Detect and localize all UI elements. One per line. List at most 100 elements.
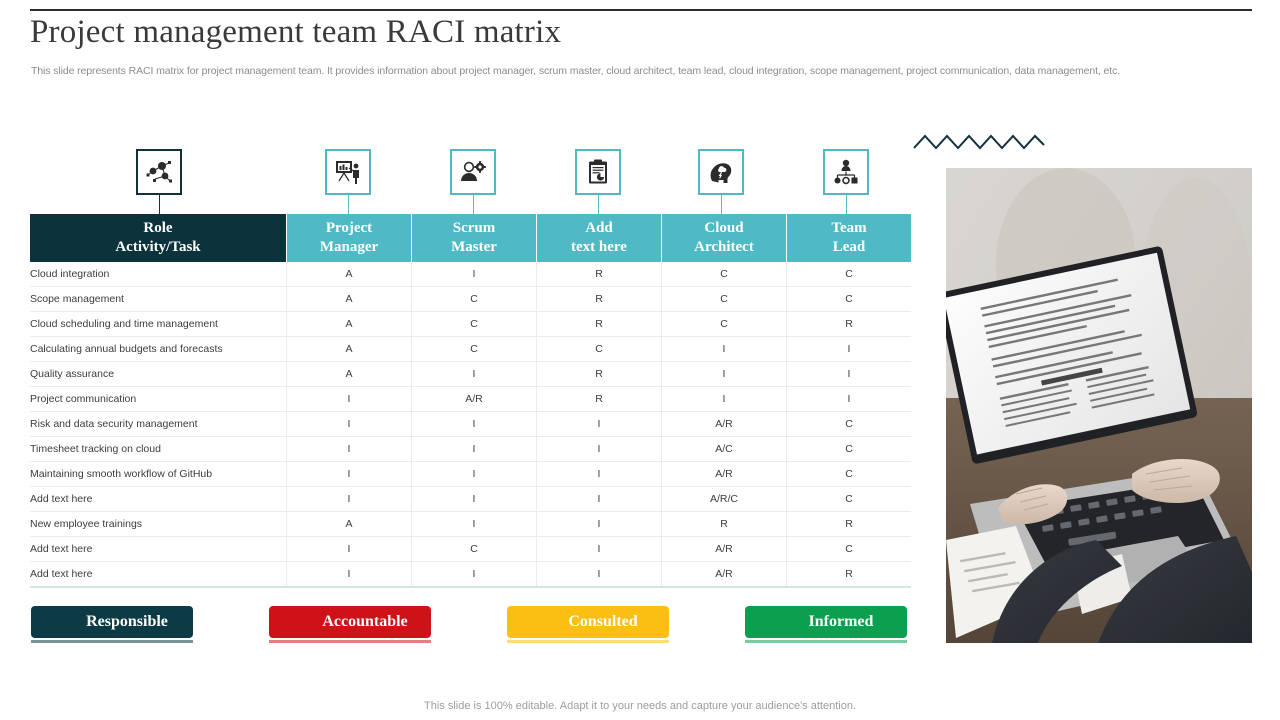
raci-cell[interactable]: A/R: [661, 561, 787, 588]
team-org-chart-icon-glyph: [834, 159, 858, 185]
raci-cell[interactable]: A: [286, 311, 412, 337]
raci-cell[interactable]: A/R: [661, 461, 787, 487]
raci-cell[interactable]: I: [661, 361, 787, 387]
column-header-project-manager[interactable]: Project Manager: [286, 214, 412, 262]
raci-cell[interactable]: I: [786, 336, 911, 362]
raci-cell[interactable]: C: [786, 262, 911, 287]
raci-cell[interactable]: R: [536, 286, 662, 312]
raci-cell[interactable]: A: [286, 262, 412, 287]
raci-cell[interactable]: I: [536, 461, 662, 487]
raci-cell[interactable]: C: [786, 536, 911, 562]
column-header-scrum-master[interactable]: Scrum Master: [411, 214, 537, 262]
raci-cell[interactable]: R: [786, 311, 911, 337]
raci-cell[interactable]: C: [786, 411, 911, 437]
raci-cell[interactable]: R: [536, 262, 662, 287]
raci-cell[interactable]: I: [286, 536, 412, 562]
raci-cell[interactable]: I: [536, 486, 662, 512]
raci-cell[interactable]: I: [286, 561, 412, 588]
raci-cell[interactable]: C: [411, 286, 537, 312]
column-header-cloud-architect[interactable]: Cloud Architect: [661, 214, 787, 262]
col4-line1: Team: [831, 220, 867, 236]
raci-cell[interactable]: A: [286, 336, 412, 362]
connector-line-role: [159, 195, 160, 219]
col0-line1: Project: [325, 220, 373, 236]
raci-cell[interactable]: I: [286, 411, 412, 437]
raci-cell[interactable]: I: [536, 436, 662, 462]
raci-cell[interactable]: I: [286, 436, 412, 462]
raci-cell[interactable]: C: [786, 286, 911, 312]
column-header-add-text-here[interactable]: Add text here: [536, 214, 662, 262]
table-row[interactable]: Calculating annual budgets and forecasts…: [30, 336, 911, 362]
raci-cell[interactable]: A/R: [661, 411, 787, 437]
raci-cell[interactable]: I: [661, 386, 787, 412]
raci-cell[interactable]: A/R: [411, 386, 537, 412]
raci-cell[interactable]: A: [286, 286, 412, 312]
raci-cell[interactable]: I: [411, 262, 537, 287]
raci-cell[interactable]: C: [411, 536, 537, 562]
legend-responsible[interactable]: Responsible: [31, 606, 193, 643]
raci-cell[interactable]: A: [286, 361, 412, 387]
raci-cell[interactable]: I: [536, 411, 662, 437]
raci-cell[interactable]: I: [786, 361, 911, 387]
raci-cell[interactable]: R: [536, 386, 662, 412]
legend-accountable[interactable]: Accountable: [269, 606, 431, 643]
legend-informed[interactable]: Informed: [745, 606, 907, 643]
clipboard-report-icon: [575, 149, 621, 195]
table-header-row: Role Activity/Task Project Manager Scrum…: [30, 214, 911, 262]
raci-cell[interactable]: C: [661, 311, 787, 337]
raci-cell[interactable]: R: [536, 311, 662, 337]
raci-cell[interactable]: R: [786, 511, 911, 537]
raci-cell[interactable]: C: [661, 262, 787, 287]
raci-cell[interactable]: I: [286, 461, 412, 487]
raci-cell[interactable]: I: [661, 336, 787, 362]
raci-cell[interactable]: I: [411, 411, 537, 437]
activity-label: New employee trainings: [30, 511, 287, 537]
raci-cell[interactable]: R: [786, 561, 911, 588]
raci-cell[interactable]: C: [786, 461, 911, 487]
raci-cell[interactable]: C: [411, 311, 537, 337]
raci-cell[interactable]: A/R/C: [661, 486, 787, 512]
raci-cell[interactable]: I: [411, 361, 537, 387]
column-header-team-lead[interactable]: Team Lead: [786, 214, 911, 262]
person-gear-icon: [450, 149, 496, 195]
network-diagram-icon: [136, 149, 182, 195]
raci-cell[interactable]: I: [786, 386, 911, 412]
raci-cell[interactable]: R: [661, 511, 787, 537]
raci-cell[interactable]: I: [411, 511, 537, 537]
raci-cell[interactable]: I: [286, 386, 412, 412]
raci-cell[interactable]: I: [411, 486, 537, 512]
raci-cell[interactable]: I: [286, 486, 412, 512]
raci-cell[interactable]: I: [536, 511, 662, 537]
raci-cell[interactable]: I: [536, 561, 662, 588]
raci-cell[interactable]: C: [786, 486, 911, 512]
legend-consulted[interactable]: Consulted: [507, 606, 669, 643]
raci-cell[interactable]: R: [536, 361, 662, 387]
person-typing-on-laptop-photo: [946, 168, 1252, 643]
raci-cell[interactable]: C: [411, 336, 537, 362]
raci-cell[interactable]: C: [786, 436, 911, 462]
raci-cell[interactable]: I: [411, 561, 537, 588]
raci-cell[interactable]: I: [536, 536, 662, 562]
presentation-board-icon: [325, 149, 371, 195]
raci-cell[interactable]: I: [411, 436, 537, 462]
raci-cell[interactable]: A/R: [661, 536, 787, 562]
raci-cell[interactable]: A/C: [661, 436, 787, 462]
raci-cell[interactable]: C: [661, 286, 787, 312]
raci-cell[interactable]: C: [536, 336, 662, 362]
raci-cell[interactable]: A: [286, 511, 412, 537]
activity-label: Maintaining smooth workflow of GitHub: [30, 461, 287, 487]
raci-cell[interactable]: I: [411, 461, 537, 487]
